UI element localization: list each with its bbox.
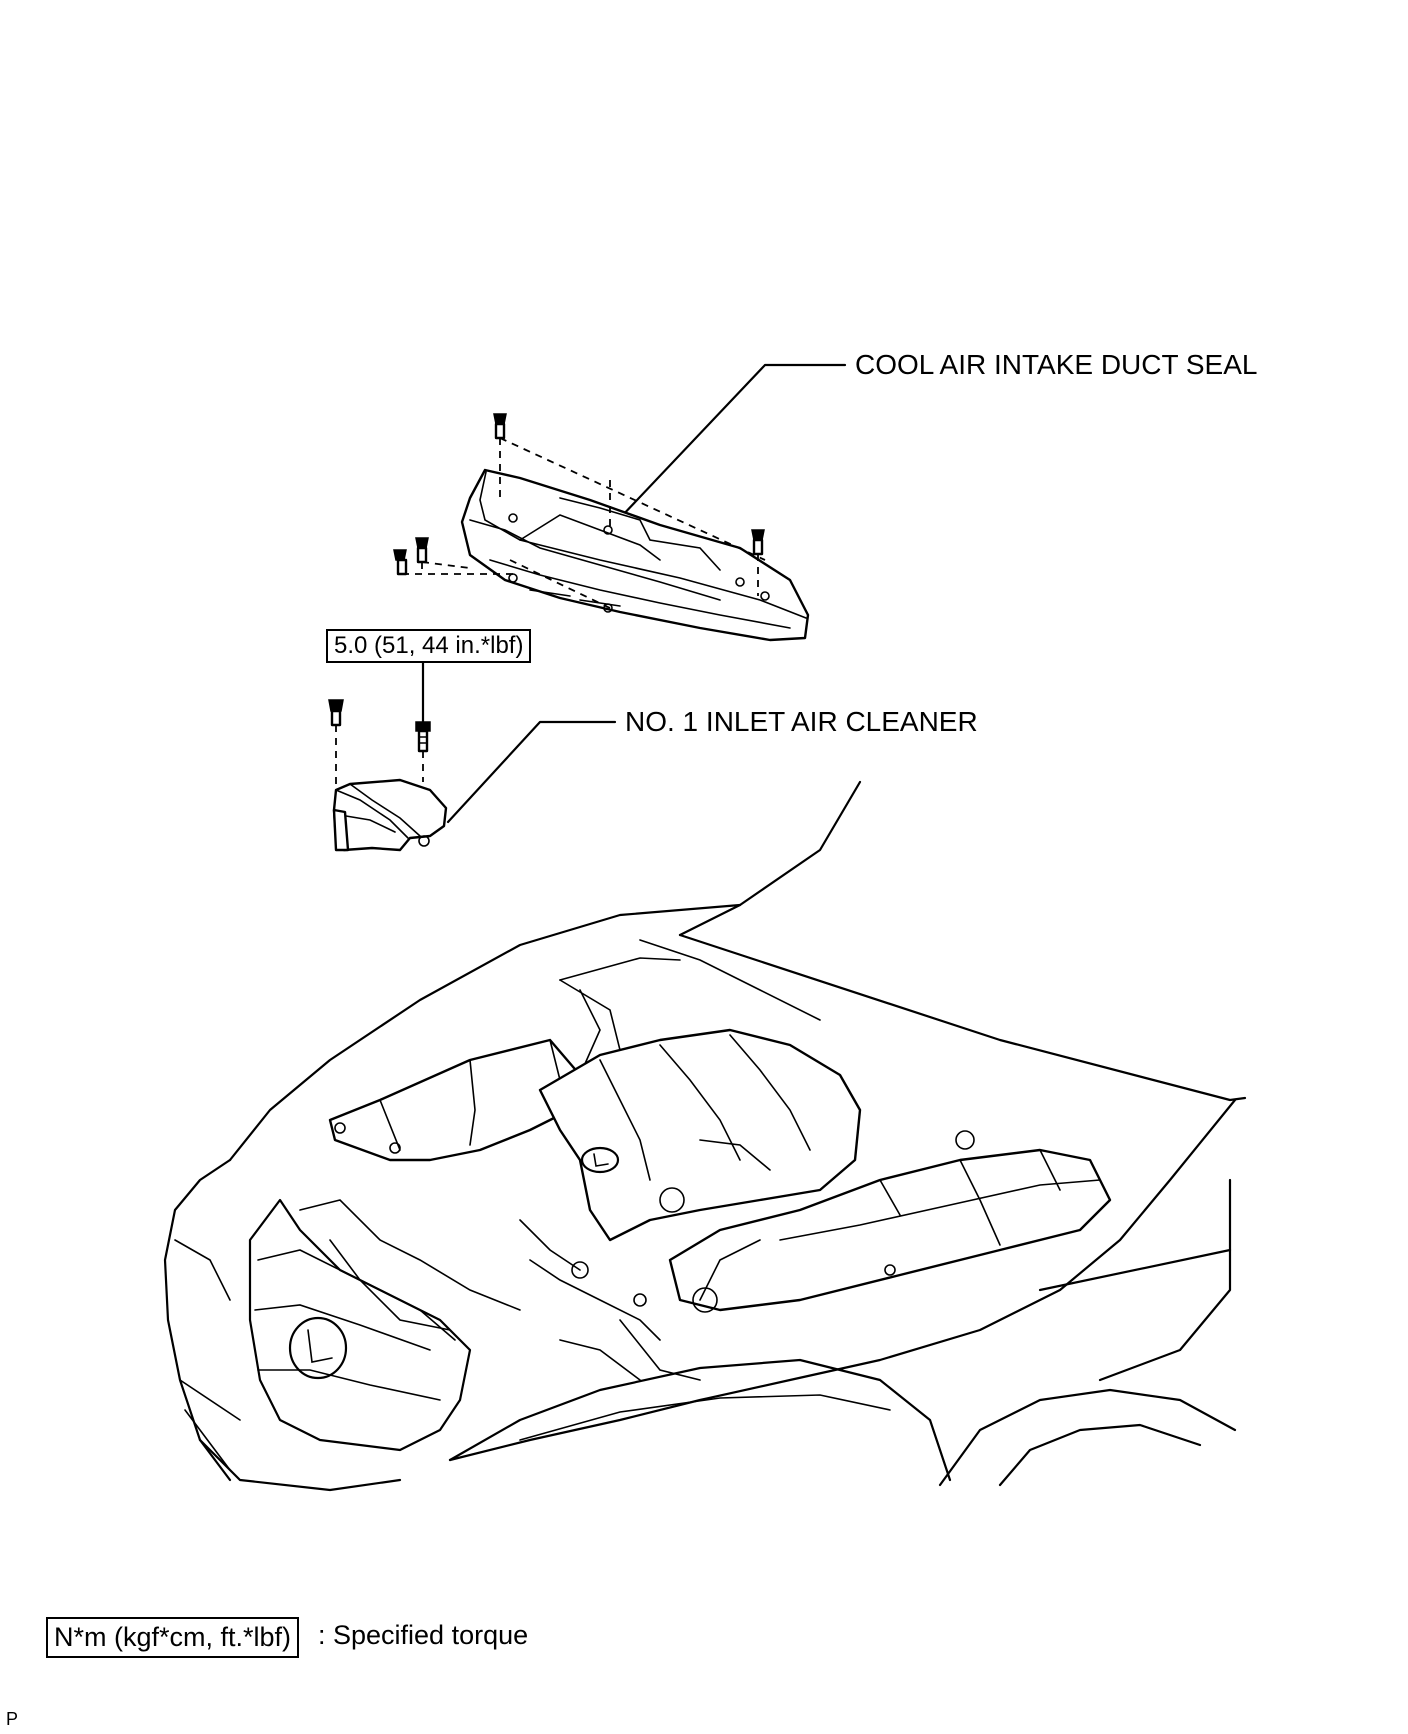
air-cleaner-fasteners: [328, 699, 431, 790]
emblem-icon: [288, 1316, 348, 1380]
clip-icon: [493, 413, 507, 440]
corner-mark: P: [6, 1709, 19, 1729]
clip-icon: [415, 537, 429, 564]
leader-lines: [421, 363, 847, 824]
duct-seal-clips: [393, 413, 765, 576]
label-no1-inlet-air-cleaner: NO. 1 INLET AIR CLEANER: [625, 706, 978, 737]
vehicle-front-body: [163, 780, 1247, 1492]
clip-icon: [751, 529, 765, 556]
legend-torque-unit-box: N*m (kgf*cm, ft.*lbf): [46, 1617, 300, 1658]
clip-icon: [328, 699, 344, 727]
bolt-icon: [415, 721, 431, 753]
engine-bay: [299, 939, 1112, 1381]
engine-emblem-icon: [580, 1146, 620, 1174]
duct-seal-install-lines: [402, 437, 766, 609]
torque-spec-box: 5.0 (51, 44 in.*lbf): [326, 629, 532, 663]
label-cool-air-intake-duct-seal: COOL AIR INTAKE DUCT SEAL: [855, 349, 1258, 380]
clip-icon: [393, 549, 408, 576]
cool-air-intake-duct-seal: [460, 468, 810, 642]
no1-inlet-air-cleaner: [332, 778, 448, 852]
legend-description: : Specified torque: [318, 1620, 529, 1650]
